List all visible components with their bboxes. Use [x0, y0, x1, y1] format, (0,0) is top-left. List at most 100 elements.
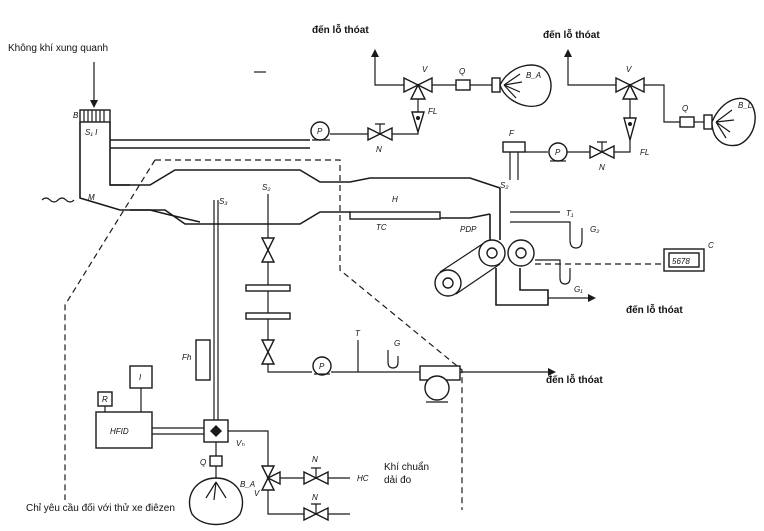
- valve-s2-upper: [260, 237, 276, 263]
- bag-ba2-rays: [205, 481, 227, 501]
- label-Q2: Q: [682, 104, 688, 113]
- label-N3: N: [312, 455, 318, 464]
- needle-valve-n1: [367, 123, 393, 142]
- label-PDP: PDP: [460, 225, 477, 234]
- ambient-air-label: Không khí xung quanh: [8, 43, 108, 54]
- label-BA1: B_A: [526, 71, 541, 80]
- bag-ba1-rays: [503, 73, 523, 99]
- label-HC: HC: [357, 474, 369, 483]
- exhaust-arrow-2: [564, 49, 572, 57]
- bag-bl-rays: [715, 109, 735, 139]
- quick-connect-q3: [209, 455, 223, 467]
- label-P1: P: [317, 127, 323, 136]
- intake-right-wall: [109, 122, 130, 186]
- label-S2-top: S₂: [262, 183, 270, 192]
- pump-p3: [312, 356, 332, 376]
- label-S1: S₁ I: [85, 128, 98, 137]
- label-FL2: FL: [640, 148, 649, 157]
- heated-filter-fh: [195, 339, 211, 381]
- line-v2-exhaust: [567, 55, 616, 86]
- label-N2: N: [599, 163, 605, 172]
- line-hfid-vh: [152, 427, 204, 435]
- label-I: I: [139, 373, 142, 382]
- label-B: B: [73, 111, 79, 120]
- range-gas-label: dải đo: [384, 475, 412, 486]
- needle-valve-n2: [589, 141, 615, 160]
- exhaust-arrow-1: [371, 49, 379, 57]
- counter-display: 5678: [672, 257, 690, 266]
- label-S3: S₃: [219, 197, 228, 206]
- needle-valve-n4: [303, 503, 329, 522]
- counter-display-window: [668, 252, 700, 268]
- filter-f: [502, 141, 526, 153]
- vehicle-exhaust-hose: [41, 197, 75, 203]
- bag-a1-connector: [491, 77, 501, 93]
- three-way-valve-v3: [260, 465, 281, 491]
- diesel-note: Chỉ yêu cầu đối với thử xe điêzen: [26, 502, 175, 514]
- calibration-gas-label: Khí chuẩn: [384, 461, 429, 473]
- exhaust-label-1: đến lỗ thóat: [312, 23, 369, 36]
- label-V1: V: [422, 65, 428, 74]
- blower-motor: [424, 375, 450, 401]
- hfid-signal-lines: [104, 388, 142, 412]
- label-FL1: FL: [428, 107, 437, 116]
- line-v2-q2: [644, 84, 680, 123]
- label-V3: V: [254, 489, 260, 498]
- exhaust-arrow-4: [548, 368, 556, 376]
- line-v1-exhaust: [374, 55, 404, 86]
- label-C: C: [708, 241, 714, 250]
- pdp-outlet-duct: [495, 268, 549, 306]
- label-T: T: [355, 329, 361, 338]
- line-vh-v3: [228, 430, 269, 466]
- flowmeter-fl2-ball: [628, 122, 632, 126]
- label-M: M: [88, 193, 95, 202]
- label-S2-right: S₂: [500, 181, 508, 190]
- gauge-g2: [510, 221, 583, 249]
- label-F: F: [509, 129, 515, 138]
- label-Q1: Q: [459, 67, 465, 76]
- label-P2: P: [555, 148, 561, 157]
- three-way-valve-v2: [615, 76, 645, 100]
- heat-exchanger-tc: [349, 211, 441, 220]
- label-G: G: [394, 339, 400, 348]
- label-V2: V: [626, 65, 632, 74]
- exhaust-label-2: đến lỗ thóat: [543, 28, 600, 41]
- quick-connect-q2: [679, 116, 695, 128]
- label-BA2: B_A: [240, 480, 255, 489]
- flowmeter-fl1-ball: [416, 116, 420, 120]
- needle-valve-n3: [303, 467, 329, 486]
- exhaust-arrow-3: [588, 294, 596, 302]
- heated-line-to-vh: [213, 345, 219, 420]
- label-N1: N: [376, 145, 382, 154]
- s2-line-5: [267, 364, 312, 373]
- label-T1: T₁: [566, 209, 574, 218]
- bag-l-connector: [703, 114, 713, 130]
- flowmeter-fl2: [623, 117, 637, 143]
- bag-filter-1: [245, 284, 291, 292]
- gauge-g1: [535, 259, 571, 285]
- air-inlet-arrowhead: [90, 100, 98, 108]
- label-R: R: [102, 395, 108, 404]
- four-way-valve-vh: [203, 419, 229, 443]
- exhaust-label-3: đến lỗ thóat: [626, 303, 683, 316]
- diesel-boundary-right: [155, 159, 463, 510]
- sample-bag-ba1: [499, 64, 552, 107]
- label-P3: P: [319, 362, 325, 371]
- label-H: H: [392, 195, 398, 204]
- three-way-valve-v1: [403, 76, 433, 100]
- gauge-g: [387, 350, 399, 369]
- label-Vh: Vₕ: [236, 439, 245, 448]
- exhaust-label-4: đến lỗ thóat: [546, 373, 603, 386]
- valve-s2-lower: [260, 339, 276, 365]
- intake-left-wall: [79, 122, 201, 223]
- flowmeter-fl1: [411, 111, 425, 135]
- line-tunnel-to-f: [509, 152, 519, 180]
- line-v3-n4: [267, 490, 304, 515]
- tunnel-top-wall: [110, 169, 501, 189]
- label-G2: G₂: [590, 225, 599, 234]
- dilution-air-filter: [79, 109, 111, 123]
- hfid-analyzer: [95, 411, 153, 449]
- quick-connect-q1: [455, 79, 471, 91]
- bag-filter-2: [245, 312, 291, 320]
